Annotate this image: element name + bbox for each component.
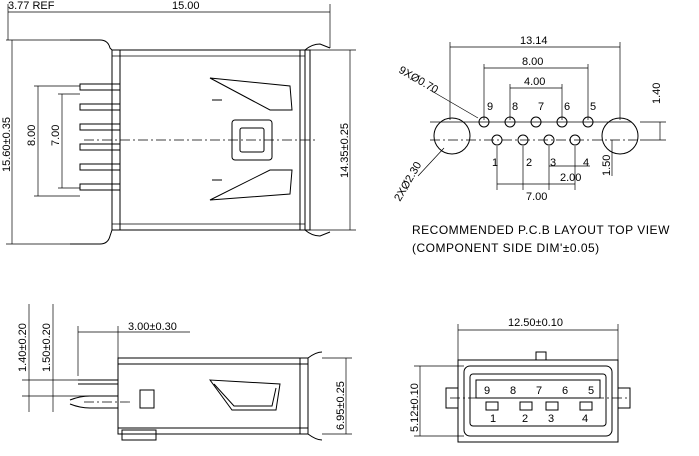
dim-end-height: 5.12±0.10 [409,383,421,432]
front-pins [79,83,121,191]
end-pin-8: 8 [510,385,516,397]
pcb-pin-1: 1 [492,157,498,169]
pcb-pin-8: 8 [512,101,518,113]
dim-side-height: 6.95±0.25 [335,381,347,430]
dim-span-7-label: 7.00 [526,191,547,203]
hole-spec: 9XØ0.70 [397,64,441,96]
pcb-layout-view: 13.14 8.00 4.00 9XØ0.70 2XØ2.30 [392,35,670,255]
pcb-pin-3: 3 [550,157,556,169]
dim-span-8: 8.00 [522,56,543,68]
dim-end-width: 12.50±0.10 [508,317,563,329]
dim-overall: 13.14 [520,35,548,47]
pcb-pin-2: 2 [526,157,532,169]
dim-pin-span-inner: 7.00 [50,125,62,146]
pcb-pin-9: 9 [487,101,493,113]
pcb-pin-6: 6 [564,101,570,113]
dim-body-height: 14.35±0.25 [339,123,351,178]
mount-hole-left [433,117,471,155]
pcb-pin-holes [478,116,594,146]
dim-row-pitch: 1.40 [651,83,663,104]
dim-width: 15.00 [172,0,200,12]
end-view: 12.50±0.10 9 8 7 6 5 1 2 3 4 5.12±0.10 [409,317,631,443]
dim-span-4: 4.00 [524,76,545,88]
side-view: 1.40±0.20 1.50±0.20 3.00±0.30 [17,304,352,441]
dim-pin-length: 3.00±0.30 [128,321,177,333]
dim-outer-height: 15.60±0.35 [1,117,13,172]
pcb-pin-5: 5 [590,101,596,113]
end-pin-6: 6 [562,385,568,397]
end-contact-pads [485,401,593,411]
dim-pin-span-outer: 8.00 [26,125,38,146]
end-pin-7: 7 [536,385,542,397]
end-pin-3: 3 [548,413,554,425]
end-pin-4: 4 [582,413,588,425]
layout-caption-line1: RECOMMENDED P.C.B LAYOUT TOP VIEW [412,223,670,237]
dim-pin-offset-a: 1.40±0.20 [17,323,29,372]
layout-caption-line2: (COMPONENT SIDE DIM'±0.05) [412,241,600,255]
end-pin-9: 9 [484,385,490,397]
dim-row-offset: 1.50 [601,155,613,176]
dim-pin-offset-b: 1.50±0.20 [41,323,53,372]
mount-spec: 2XØ2.30 [392,160,424,204]
dim-span-2: 2.00 [560,172,581,184]
end-pin-5: 5 [588,385,594,397]
pcb-pin-4: 4 [583,157,589,169]
pcb-pin-7: 7 [538,101,544,113]
dim-ref: 3.77 REF [8,0,55,12]
mount-hole-right [601,117,639,155]
end-pin-1: 1 [490,413,496,425]
end-pin-2: 2 [522,413,528,425]
front-view: 3.77 REF 15.00 15.60±0.35 8.00 7.00 [1,0,356,245]
